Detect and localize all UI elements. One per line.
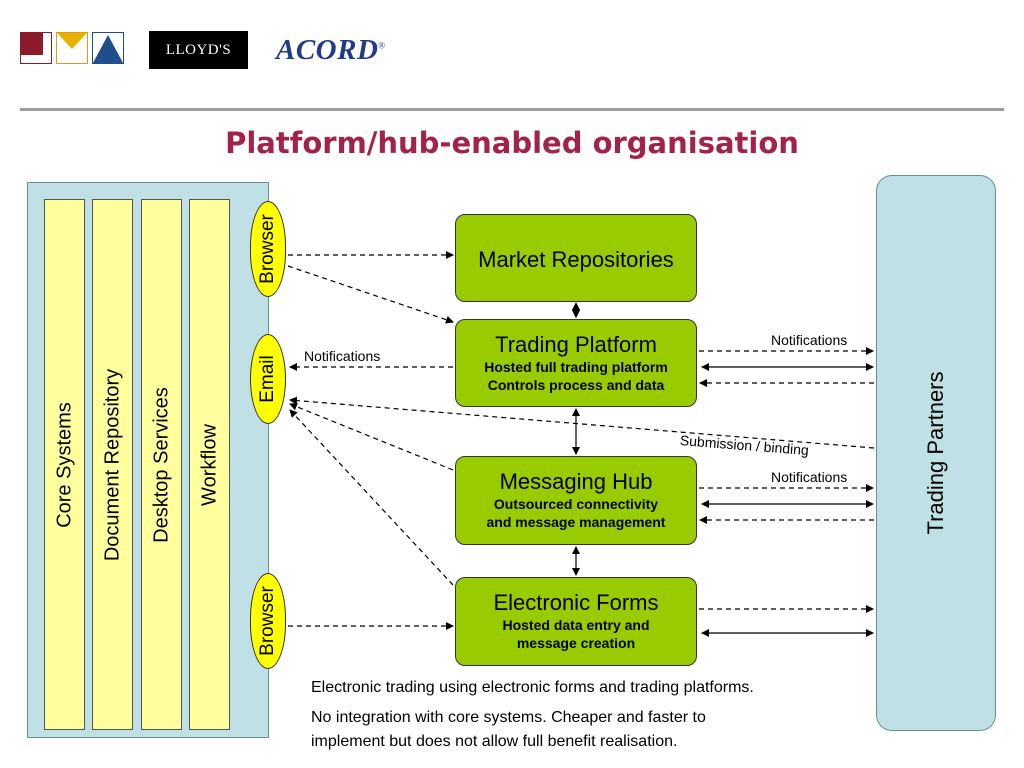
footer-line-1: Electronic trading using electronic form…: [311, 679, 754, 696]
browser-bottom-channel: Browser: [250, 573, 286, 669]
column-core-systems: Core Systems: [44, 199, 85, 730]
arrow-browser-to-trading: [287, 265, 454, 324]
box-title: Trading Platform: [495, 332, 657, 357]
logo-square-blue-icon: [92, 32, 124, 64]
label-notifications-trading: Notifications: [771, 332, 848, 348]
label-notifications-email: Notifications: [304, 348, 381, 364]
box-subtitle: and message management: [486, 514, 666, 530]
arrow-hub-to-email: [289, 402, 454, 471]
box-title: Messaging Hub: [499, 469, 653, 494]
electronic-forms-box: Electronic Forms Hosted data entry and m…: [455, 577, 697, 666]
email-channel: Email: [250, 334, 286, 424]
box-subtitle: Hosted full trading platform: [484, 359, 668, 375]
market-repositories-box: Market Repositories: [455, 214, 697, 302]
box-title: Market Repositories: [478, 247, 674, 272]
messaging-hub-box: Messaging Hub Outsourced connectivity an…: [455, 456, 697, 545]
arrow-submission-binding: [289, 396, 875, 449]
box-subtitle: Outsourced connectivity: [493, 496, 659, 512]
column-workflow: Workflow: [189, 199, 230, 730]
box-subtitle: Controls process and data: [487, 377, 665, 393]
logo-square-gold-icon: [56, 32, 88, 64]
trading-partners-box: Trading Partners: [876, 175, 996, 731]
label-notifications-hub: Notifications: [771, 469, 848, 485]
logo-square-red-icon: [20, 32, 52, 64]
footer-line-2: No integration with core systems. Cheape…: [311, 709, 706, 726]
column-document-repository: Document Repository: [92, 199, 133, 730]
trading-platform-box: Trading Platform Hosted full trading pla…: [455, 319, 697, 407]
header-divider: [20, 108, 1004, 111]
arrow-forms-to-email: [289, 409, 454, 586]
column-desktop-services: Desktop Services: [141, 199, 182, 730]
gold-triangle-icon: [57, 33, 87, 49]
box-title: Electronic Forms: [493, 590, 659, 615]
acord-registered-mark: ®: [378, 40, 386, 51]
footer-line-3: implement but does not allow full benefi…: [311, 733, 678, 750]
blue-triangle-icon: [93, 35, 123, 63]
page-title: Platform/hub-enabled organisation: [225, 126, 799, 160]
lloyds-logo: LLOYD'S: [149, 31, 248, 69]
box-subtitle: Hosted data entry and: [502, 617, 650, 633]
link-diamond-icon: [572, 302, 580, 318]
box-subtitle: message creation: [516, 635, 636, 651]
acord-logo: ACORD®: [276, 34, 386, 67]
browser-top-channel: Browser: [250, 201, 286, 297]
acord-logo-text: ACORD: [276, 34, 379, 66]
